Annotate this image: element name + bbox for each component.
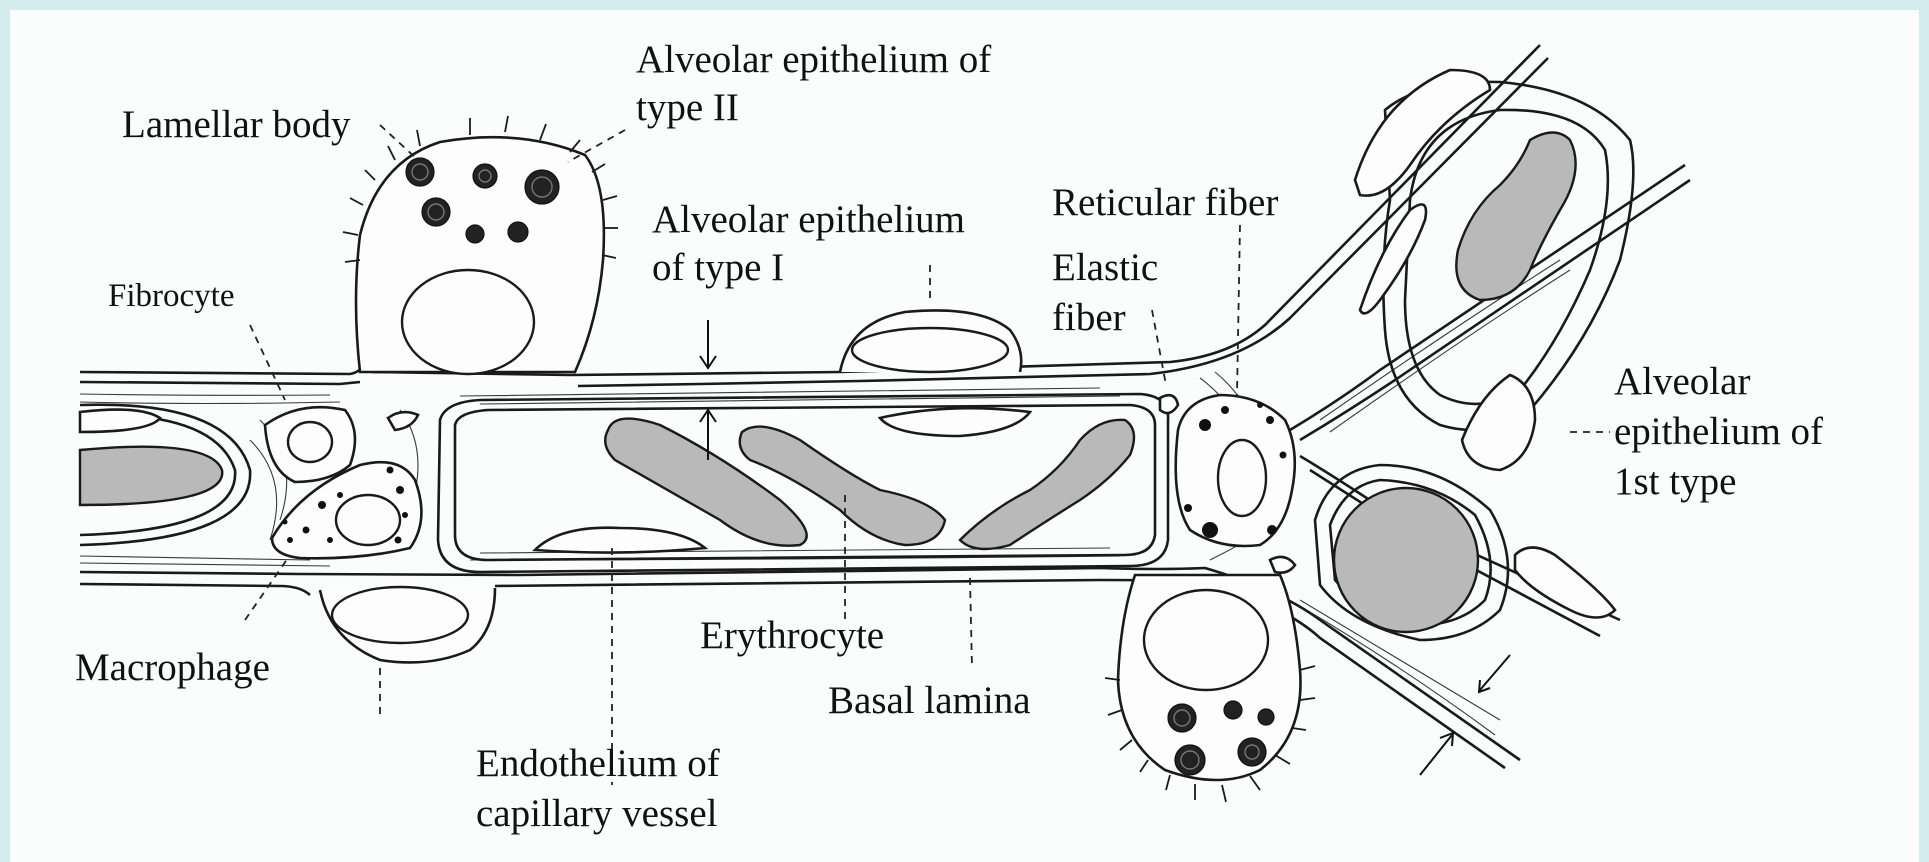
label-reticular-fiber: Reticular fiber (1052, 181, 1278, 224)
erythrocyte-left (80, 447, 222, 505)
type-i-cell-bottom (320, 587, 495, 662)
label-elastic-line2: fiber (1052, 296, 1126, 339)
upper-right-capillary (1355, 70, 1633, 430)
junction-cell (1160, 395, 1295, 573)
type-ii-cell-top (343, 116, 618, 374)
endothelial-nucleus-top (880, 408, 1030, 436)
lower-right-capillary (1315, 375, 1615, 640)
erythrocyte-lower-right (1334, 488, 1478, 632)
label-type-ii-line1: Alveolar epithelium of (636, 38, 991, 81)
label-macrophage: Macrophage (75, 646, 270, 689)
alveolar-wall-diagram: Lamellar body Alveolar epithelium of typ… (10, 10, 1919, 862)
label-type-ii-line2: type II (636, 86, 739, 129)
label-lamellar-body: Lamellar body (122, 103, 351, 146)
diagram-frame: Lamellar body Alveolar epithelium of typ… (10, 10, 1919, 862)
endothelial-nucleus-bottom (535, 528, 705, 553)
left-capillary (80, 405, 250, 545)
label-first-type-line1: Alveolar (1614, 360, 1750, 403)
label-first-type-line2: epithelium of (1614, 410, 1823, 453)
label-elastic-line1: Elastic (1052, 246, 1158, 289)
label-type-i-line1: Alveolar epithelium (652, 198, 965, 241)
label-endothelium-line2: capillary vessel (476, 792, 718, 835)
erythrocyte-upper-right (1456, 133, 1575, 301)
label-fibrocyte: Fibrocyte (108, 278, 234, 314)
label-basal-lamina: Basal lamina (828, 679, 1031, 722)
label-type-i-line2: of type I (652, 246, 784, 289)
label-first-type-line3: 1st type (1614, 460, 1736, 503)
erythrocyte-3 (960, 420, 1134, 549)
main-capillary (438, 394, 1168, 572)
label-erythrocyte: Erythrocyte (700, 614, 884, 657)
label-endothelium-line1: Endothelium of (476, 742, 720, 785)
type-ii-cell-bottom (1105, 575, 1315, 802)
type-i-cell-top (840, 310, 1021, 372)
